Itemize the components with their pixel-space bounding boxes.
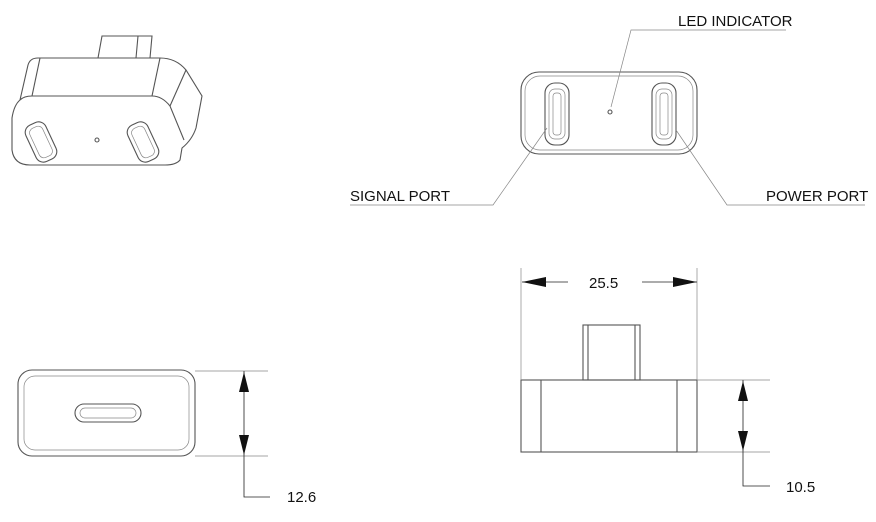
end-view: 12.6 xyxy=(17,369,316,506)
side-height-dimension-line xyxy=(742,380,770,487)
front-view: LED INDICATOR SIGNAL PORT POWER PORT xyxy=(350,13,868,206)
front-body xyxy=(520,71,698,155)
end-body xyxy=(17,369,196,457)
signal-port-iso xyxy=(24,121,58,163)
height-dimension-10-5: 10.5 xyxy=(786,479,815,496)
signal-port-label: SIGNAL PORT xyxy=(350,188,450,205)
side-view: 25.5 10.5 xyxy=(520,268,815,496)
height-dimension-line xyxy=(243,371,270,498)
adapter-body xyxy=(11,57,203,166)
power-port-iso xyxy=(126,121,160,163)
power-port-label: POWER PORT xyxy=(766,188,868,205)
signal-port xyxy=(544,82,570,146)
usb-c-port xyxy=(74,403,142,423)
led-indicator-label: LED INDICATOR xyxy=(678,13,793,30)
led-leader-line xyxy=(610,29,786,108)
power-port xyxy=(651,82,677,146)
signal-leader-line xyxy=(350,127,548,206)
usb-c-plug-tab xyxy=(97,35,153,59)
power-leader-line xyxy=(675,129,865,206)
width-dimension-25-5: 25.5 xyxy=(589,275,618,292)
height-dimension-12-6: 12.6 xyxy=(287,489,316,506)
side-body xyxy=(520,379,698,453)
led-indicator xyxy=(607,109,613,115)
led-indicator-iso xyxy=(94,137,100,143)
isometric-view xyxy=(11,35,203,166)
plug-tab-side xyxy=(582,324,641,381)
